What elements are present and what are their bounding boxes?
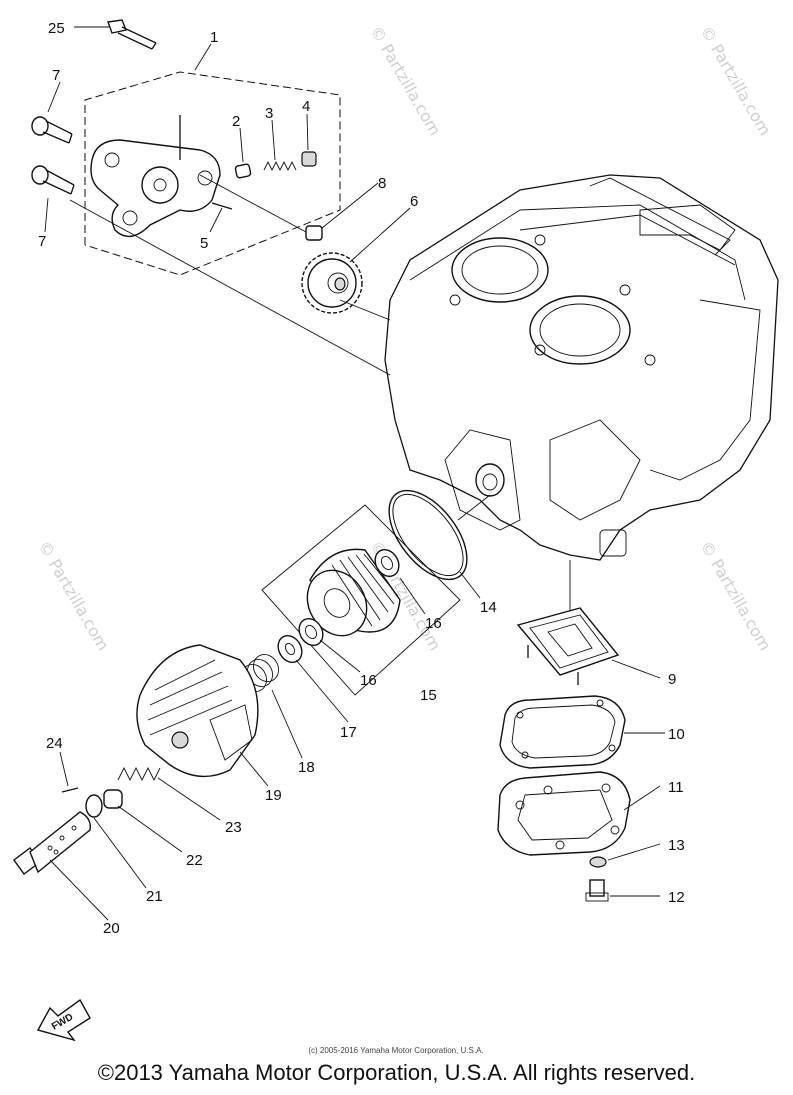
leader-line xyxy=(457,494,491,521)
callout-5: 5 xyxy=(200,235,208,252)
callout-10: 10 xyxy=(668,726,685,743)
callout-24: 24 xyxy=(46,735,63,752)
gasket-10 xyxy=(499,695,626,769)
callout-16-upper: 16 xyxy=(425,615,442,632)
washer-13 xyxy=(589,856,607,868)
o-ring-16-lower xyxy=(298,617,324,647)
callout-18: 18 xyxy=(298,759,315,776)
watermark: © Partzilla.com xyxy=(697,538,775,654)
part-5-pin xyxy=(211,202,233,210)
gear-6 xyxy=(301,252,363,314)
leader-lines xyxy=(44,26,665,921)
oil-pump-group-box xyxy=(84,71,341,276)
watermark: © Partzilla.com xyxy=(35,538,113,654)
alignment-line xyxy=(69,199,391,376)
alignment-line xyxy=(199,174,307,233)
small-copyright: (c) 2005-2016 Yamaha Motor Corporation, … xyxy=(308,1046,483,1055)
fwd-arrow: FWD xyxy=(36,998,91,1042)
footer-copyright: ©2013 Yamaha Motor Corporation, U.S.A. A… xyxy=(97,1060,696,1085)
bolt-20 xyxy=(13,811,91,875)
part-2-plug xyxy=(234,163,252,179)
callout-16-lower: 16 xyxy=(360,672,377,689)
callout-22: 22 xyxy=(186,852,203,869)
callout-9: 9 xyxy=(668,671,676,688)
callout-25: 25 xyxy=(48,20,65,37)
callout-19: 19 xyxy=(265,787,282,804)
callout-13: 13 xyxy=(668,837,685,854)
spring-23 xyxy=(117,766,161,782)
callout-7-lower: 7 xyxy=(38,233,46,250)
o-ring-16-upper xyxy=(374,548,400,578)
pin-24 xyxy=(61,787,79,793)
bolt-12 xyxy=(585,879,609,902)
oil-filter-element xyxy=(306,548,401,637)
oil-filter-group-box xyxy=(261,504,461,696)
callout-8: 8 xyxy=(378,175,386,192)
alignment-line xyxy=(339,299,391,321)
o-ring-21 xyxy=(85,794,103,818)
callout-17: 17 xyxy=(340,724,357,741)
washer-17 xyxy=(277,634,303,664)
watermark: © Partzilla.com xyxy=(697,23,775,139)
callout-23: 23 xyxy=(225,819,242,836)
part-3-spring xyxy=(263,160,297,172)
collar-22 xyxy=(103,789,123,809)
callout-7-upper: 7 xyxy=(52,67,60,84)
callout-14: 14 xyxy=(480,599,497,616)
bolt-7-lower xyxy=(31,165,75,195)
oil-pump-body xyxy=(90,115,221,238)
callout-15: 15 xyxy=(420,687,437,704)
filter-cover-19 xyxy=(136,644,259,778)
callout-2: 2 xyxy=(232,113,240,130)
callout-11: 11 xyxy=(668,779,684,796)
callout-12: 12 xyxy=(668,889,685,906)
strainer-9 xyxy=(516,607,620,685)
o-ring-14 xyxy=(388,489,468,581)
callout-21: 21 xyxy=(146,888,163,905)
callout-4: 4 xyxy=(302,98,310,115)
part-4-cap xyxy=(301,151,317,167)
part-8-collar xyxy=(305,225,323,241)
callout-labels: 25 1 7 7 2 3 4 8 5 6 14 16 16 15 17 18 1… xyxy=(38,20,685,937)
bolt-25 xyxy=(107,19,157,50)
crankcase xyxy=(384,174,779,610)
watermark: © Partzilla.com xyxy=(367,23,445,139)
bolt-7-upper xyxy=(31,116,73,144)
callout-6: 6 xyxy=(410,193,418,210)
callout-1: 1 xyxy=(210,29,218,46)
cover-11 xyxy=(497,771,631,856)
callout-3: 3 xyxy=(265,105,273,122)
callout-20: 20 xyxy=(103,920,120,937)
